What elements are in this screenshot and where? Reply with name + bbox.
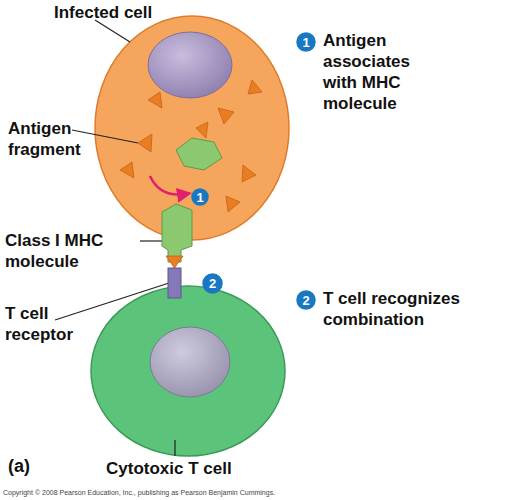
cell-name: Infected cell xyxy=(54,2,194,23)
callout-number: 1 xyxy=(191,188,209,206)
part-label: Antigen fragment xyxy=(8,118,98,160)
infected-cell-shape xyxy=(95,16,289,240)
step-text: Antigen associates with MHC molecule xyxy=(323,30,448,114)
callout-number: 1 xyxy=(296,32,316,52)
cytotoxic-t-cell: Cytotoxic T cell xyxy=(90,285,286,457)
callout-number: 1 xyxy=(196,191,203,204)
infected-cell-outline xyxy=(94,15,290,241)
callout-number-shape xyxy=(192,189,208,205)
panel-letter: (a) xyxy=(8,456,48,477)
callout-number-shape xyxy=(297,291,315,309)
callout-number-shape xyxy=(203,274,222,293)
cytotoxic-t-cell-shape xyxy=(91,286,285,456)
callout-number: 2 xyxy=(302,294,309,307)
callout-number-shape xyxy=(297,33,315,51)
part-label: Class I MHC molecule xyxy=(5,230,145,272)
infected-cell: 1Infected cell xyxy=(94,15,290,241)
cell-name: Cytotoxic T cell xyxy=(106,458,286,479)
cytotoxic-t-cell-outline xyxy=(90,285,286,457)
part-label: T cell receptor xyxy=(5,303,95,345)
copyright-note: Copyright © 2008 Pearson Education, Inc.… xyxy=(3,488,503,497)
callout-number: 2 xyxy=(202,273,223,294)
callout-number: 2 xyxy=(209,277,216,290)
callout-number: 2 xyxy=(296,290,316,310)
step-text: T cell recognizes combination xyxy=(323,288,468,330)
callout-number: 1 xyxy=(302,36,309,49)
presented-antigen xyxy=(166,256,183,268)
